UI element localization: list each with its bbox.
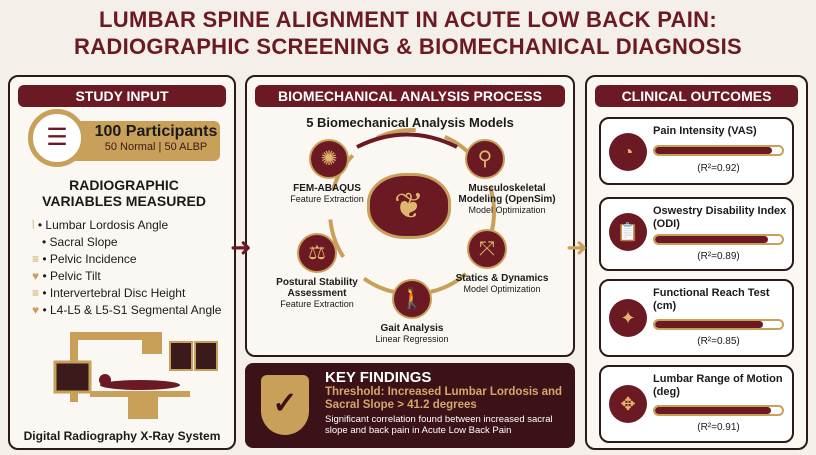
brain-model-icon: ✺ <box>309 139 349 179</box>
clipboard-icon: 📋 <box>609 213 647 251</box>
bar-fill <box>655 407 771 414</box>
key-findings-text: Significant correlation found between in… <box>325 414 553 436</box>
panel-header: CLINICAL OUTCOMES <box>595 85 798 107</box>
variable-item: ♥ • Pelvic Tilt <box>32 269 101 283</box>
spine-icon: ☰ <box>28 109 86 167</box>
axes-icon: ⤧ <box>467 229 507 269</box>
node-musculoskeletal: Musculoskeletal Modeling (OpenSim)Model … <box>458 183 556 215</box>
outcome-card: ✥ Lumbar Range of Motion (deg) (R²=0.91) <box>599 365 794 443</box>
variable-item: ≡ • Intervertebral Disc Height <box>32 286 186 300</box>
variable-item: ⦚ • Lumbar Lordosis Angle <box>32 218 169 232</box>
gauge-icon: ◔ <box>609 133 647 171</box>
outcome-card: 📋 Oswestry Disability Index (ODI) (R²=0.… <box>599 197 794 271</box>
outcome-bar <box>653 145 784 156</box>
participants-split: 50 Normal | 50 ALBP <box>104 141 208 153</box>
bar-fill <box>655 236 769 243</box>
panel-header: STUDY INPUT <box>18 85 226 107</box>
directional-arrows-icon: ✥ <box>609 385 647 423</box>
person-stretch-icon: ✦ <box>609 299 647 337</box>
variable-item: • Sacral Slope <box>35 235 118 249</box>
main-title: LUMBAR SPINE ALIGNMENT IN ACUTE LOW BACK… <box>74 7 742 59</box>
key-findings-title: KEY FINDINGS <box>325 369 432 386</box>
variable-item: ≡ • Pelvic Incidence <box>32 252 137 266</box>
panel-header: BIOMECHANICAL ANALYSIS PROCESS <box>255 85 565 107</box>
cycle-arrows <box>328 128 496 296</box>
outcome-bar <box>653 234 784 245</box>
xray-system-illustration <box>53 332 218 419</box>
variables-title: RADIOGRAPHIC VARIABLES MEASURED <box>42 177 206 209</box>
knee-joint-icon: ⚲ <box>465 139 505 179</box>
walking-icon: 🚶 <box>392 279 432 319</box>
participants-count: 100 Participants <box>94 123 218 140</box>
balance-scale-icon: ⚖ <box>297 233 337 273</box>
study-input-panel: STUDY INPUT ☰ 100 Participants 50 Normal… <box>8 75 236 450</box>
outcome-bar <box>653 319 784 330</box>
bar-fill <box>655 321 763 328</box>
key-findings-threshold: Threshold: Increased Lumbar Lordosis and… <box>325 386 563 411</box>
arrow-icon: ➜ <box>230 232 252 262</box>
key-findings-box: ✓ KEY FINDINGS Threshold: Increased Lumb… <box>245 363 575 448</box>
arrow-icon: ➜ <box>566 232 588 262</box>
process-panel: BIOMECHANICAL ANALYSIS PROCESS 5 Biomech… <box>245 75 575 357</box>
variables-list: ⦚ • Lumbar Lordosis Angle • Sacral Slope… <box>32 217 221 319</box>
outcome-card: ✦ Functional Reach Test (cm) (R²=0.85) <box>599 279 794 357</box>
xray-system-label: Digital Radiography X-Ray System <box>23 429 221 443</box>
brain-icon: ❦ <box>367 173 451 239</box>
variable-item: ♥ • L4-L5 & L5-S1 Segmental Angle <box>32 303 222 317</box>
outcome-card: ◔ Pain Intensity (VAS) (R²=0.92) <box>599 117 794 185</box>
shield-check-icon: ✓ <box>261 375 309 435</box>
clinical-outcomes-panel: CLINICAL OUTCOMES ◔ Pain Intensity (VAS)… <box>585 75 808 450</box>
bar-fill <box>655 147 772 154</box>
process-subtitle: 5 Biomechanical Analysis Models <box>306 115 514 130</box>
outcome-bar <box>653 405 784 416</box>
